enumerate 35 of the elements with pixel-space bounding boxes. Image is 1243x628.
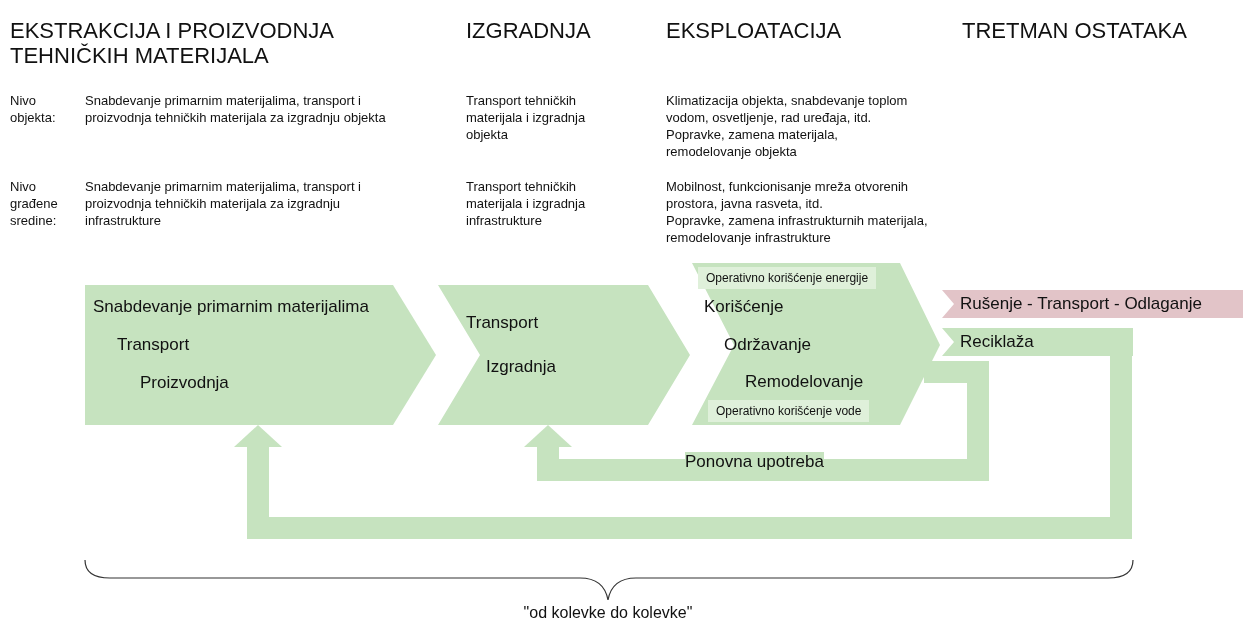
step-label: Remodelovanje	[745, 372, 864, 392]
stage-description: Snabdevanje primarnim materijalima, transport i proizvodnja tehničkih materijala za izgradnju infrastrukture	[85, 178, 362, 229]
step-label: Proizvodnja	[140, 373, 229, 393]
row-label: Nivo objekta:	[10, 92, 57, 126]
edge-label: Ponovna upotreba	[685, 452, 824, 472]
row-label: Nivo građene sredine:	[10, 178, 59, 229]
stage-description: Klimatizacija objekta, snabdevanje toplom vodom, osvetljenje, rad uređaja, itd.	[666, 92, 909, 126]
step-label: Snabdevanje primarnim materijalima	[93, 297, 369, 317]
stage-panel	[438, 285, 690, 425]
stage-panel	[692, 263, 940, 425]
stage-description: Snabdevanje primarnim materijalima, transport i proizvodnja tehničkih materijala za izgradnju objekta	[85, 92, 387, 126]
process-band	[942, 290, 1243, 318]
arrow	[234, 356, 1132, 539]
stage-description: Transport tehničkih materijala i izgradnja objekta	[466, 92, 587, 143]
stage-heading: TRETMAN OSTATAKA	[962, 18, 1188, 43]
strip-label: Operativno korišćenje vode	[708, 400, 870, 422]
step-label: Transport	[466, 313, 539, 333]
step-label: Održavanje	[724, 335, 811, 355]
stage-description: Mobilnost, funkcionisanje mreža otvorenih prostora, javna rasveta, itd.	[666, 178, 910, 212]
step-label: Korišćenje	[704, 297, 784, 317]
stage-heading: EKSPLOATACIJA	[666, 18, 843, 43]
step-label: Rušenje - Transport - Odlaganje	[960, 294, 1202, 314]
stage-description: Transport tehničkih materijala i izgradnja infrastrukture	[466, 178, 587, 229]
step-label: Transport	[117, 335, 190, 355]
stage-heading: IZGRADNJA	[466, 18, 592, 43]
process-band	[942, 328, 1133, 356]
step-label: Reciklaža	[960, 332, 1034, 352]
caption: "od kolevke do kolevke"	[522, 603, 694, 623]
stage-description: Popravke, zamena infrastrukturnih materijala, remodelovanje infrastrukture	[666, 212, 929, 246]
stage-panel	[85, 285, 436, 425]
arrow	[524, 361, 989, 481]
stage-description: Popravke, zamena materijala, remodelovanje objekta	[666, 126, 839, 160]
step-label: Izgradnja	[486, 357, 556, 377]
stage-heading: EKSTRAKCIJA I PROIZVODNJA TEHNIČKIH MATERIJALA	[10, 18, 335, 68]
strip-label: Operativno korišćenje energije	[698, 267, 877, 289]
